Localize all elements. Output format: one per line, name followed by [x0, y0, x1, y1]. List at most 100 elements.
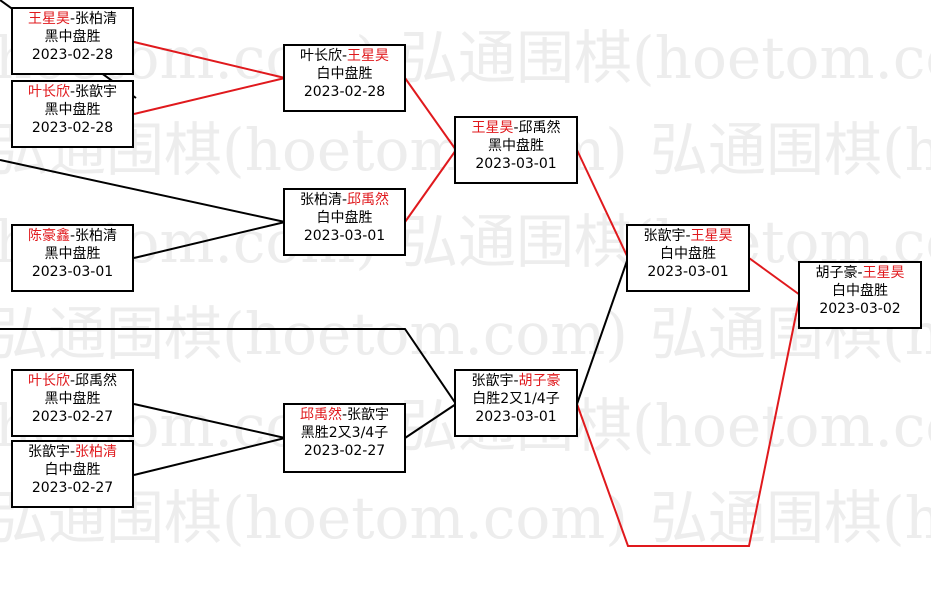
player-black: 叶长欣 [27, 84, 70, 100]
result-text: 白中盘胜 [44, 462, 101, 478]
separator: - [69, 444, 76, 460]
winner-line [576, 294, 801, 547]
matchup: 王星昊-张柏清 [13, 10, 132, 28]
separator: - [513, 120, 519, 136]
separator: - [69, 373, 76, 389]
matchup: 叶长欣-王星昊 [285, 47, 404, 65]
player-black: 胡子豪 [815, 265, 858, 281]
connector-line [576, 257, 629, 405]
game-box[interactable]: 陈豪鑫-张柏清黑中盘胜 2023-03-01 [11, 224, 134, 292]
player-black: 张柏清 [299, 192, 342, 208]
player-white: 张柏清 [75, 444, 118, 460]
matchup: 邱禹然-张歆宇 [285, 406, 404, 424]
result-text: 白中盘胜 [832, 283, 888, 299]
player-white: 邱禹然 [347, 192, 390, 208]
connector-line [404, 403, 457, 439]
result-text: 白中盘胜 [316, 210, 373, 226]
matchup: 王星昊-邱禹然 [456, 119, 576, 137]
matchup: 张歆宇-张柏清 [13, 443, 132, 461]
game-box[interactable]: 张歆宇-胡子豪白胜2又1/4子 2023-03-01 [454, 369, 578, 437]
watermark-text: 弘通围棋(hoetom.com) [650, 116, 931, 184]
winner-line [404, 77, 457, 151]
player-black: 张歆宇 [27, 444, 70, 460]
connector-line [133, 437, 286, 476]
game-date: 2023-02-28 [31, 120, 114, 136]
matchup: 叶长欣-邱禹然 [13, 372, 132, 390]
separator: - [857, 265, 863, 281]
separator: - [69, 11, 76, 27]
winner-line [748, 257, 801, 296]
matchup: 张柏清-邱禹然 [285, 191, 404, 209]
separator: - [341, 192, 348, 208]
game-date: 2023-03-01 [647, 264, 729, 280]
separator: - [513, 373, 519, 389]
watermark-text: 弘通围棋(hoetom.com) [650, 484, 931, 552]
player-white: 王星昊 [347, 48, 390, 64]
result-text: 白中盘胜 [660, 246, 716, 262]
winner-line [404, 149, 457, 223]
result-text: 黑胜2又3/4子 [300, 425, 389, 441]
connector-line [0, 159, 286, 223]
player-white: 邱禹然 [75, 373, 118, 389]
result-text: 白中盘胜 [316, 66, 373, 82]
result-text: 白胜2又1/4子 [472, 391, 560, 407]
player-white: 张柏清 [75, 11, 118, 27]
winner-line [576, 149, 629, 259]
player-white: 王星昊 [690, 228, 733, 244]
player-black: 张歆宇 [471, 373, 514, 389]
matchup: 张歆宇-王星昊 [628, 227, 748, 245]
matchup: 陈豪鑫-张柏清 [13, 227, 132, 245]
game-date: 2023-02-27 [31, 409, 114, 425]
result-text: 黑中盘胜 [44, 29, 101, 45]
player-black: 叶长欣 [299, 48, 342, 64]
result-text: 黑中盘胜 [44, 391, 101, 407]
player-white: 张柏清 [75, 228, 118, 244]
player-black: 王星昊 [471, 120, 514, 136]
matchup: 胡子豪-王星昊 [800, 264, 920, 282]
game-date: 2023-03-01 [303, 228, 386, 244]
watermark-text: 弘通围棋(hoetom.com) [400, 24, 931, 92]
result-text: 黑中盘胜 [44, 102, 101, 118]
game-date: 2023-03-01 [475, 156, 557, 172]
player-white: 邱禹然 [518, 120, 561, 136]
player-black: 叶长欣 [27, 373, 70, 389]
separator: - [685, 228, 691, 244]
player-black: 邱禹然 [299, 407, 342, 423]
matchup: 叶长欣-张歆宇 [13, 83, 132, 101]
separator: - [341, 407, 348, 423]
game-date: 2023-02-27 [31, 480, 114, 496]
result-text: 黑中盘胜 [488, 138, 544, 154]
separator: - [341, 48, 348, 64]
player-white: 张歆宇 [347, 407, 390, 423]
game-date: 2023-03-01 [31, 264, 114, 280]
game-date: 2023-02-28 [303, 84, 386, 100]
connector-line [133, 403, 286, 439]
player-white: 王星昊 [862, 265, 905, 281]
game-date: 2023-02-28 [31, 47, 114, 63]
game-date: 2023-03-02 [819, 301, 901, 317]
game-date: 2023-03-01 [475, 409, 557, 425]
player-white: 胡子豪 [518, 373, 561, 389]
winner-line [133, 77, 286, 115]
player-black: 王星昊 [27, 11, 70, 27]
connector-line [133, 221, 286, 259]
game-box[interactable]: 叶长欣-张歆宇黑中盘胜 2023-02-28 [11, 80, 134, 148]
player-white: 张歆宇 [75, 84, 118, 100]
game-date: 2023-02-27 [303, 443, 386, 459]
player-black: 张歆宇 [643, 228, 686, 244]
separator: - [69, 228, 76, 244]
watermark-text: 弘通围棋(hoetom.com) [0, 300, 628, 368]
winner-line [133, 41, 286, 79]
result-text: 黑中盘胜 [44, 246, 101, 262]
connector-line [0, 328, 457, 405]
